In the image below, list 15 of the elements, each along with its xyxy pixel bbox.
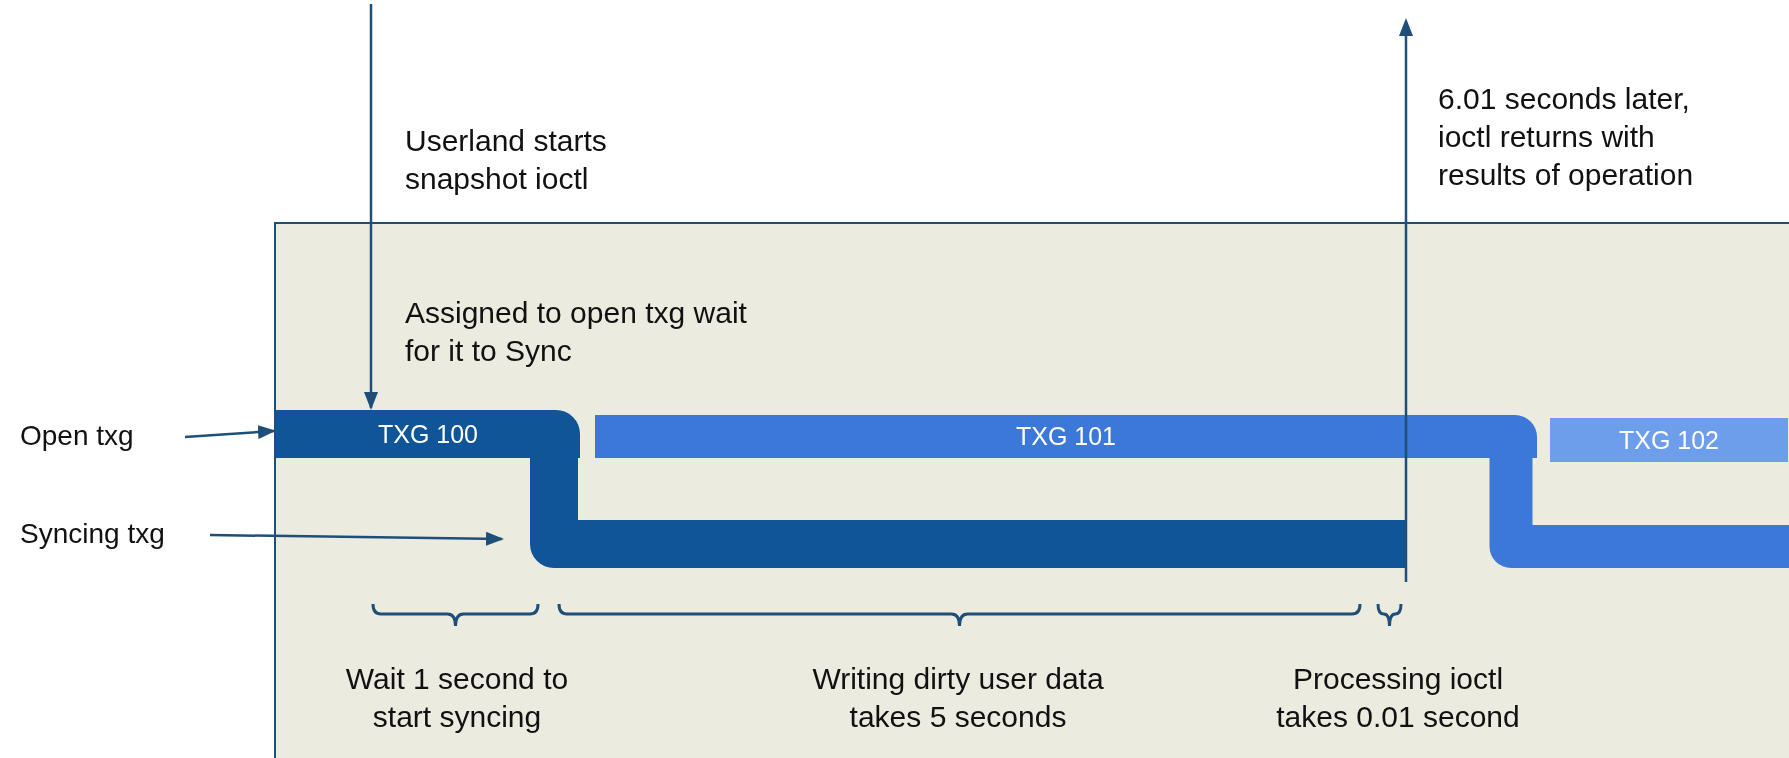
annotation-text: 6.01 seconds later, ioctl returns with results of operation bbox=[1438, 81, 1695, 193]
timeline-bar: TXG 102 bbox=[1550, 418, 1788, 462]
annotation-text: Writing dirty user data takes 5 seconds bbox=[811, 661, 1105, 735]
annotation-text: Assigned to open txg wait for it to Sync bbox=[405, 295, 748, 369]
annotation-text: Processing ioctl takes 0.01 second bbox=[1275, 661, 1521, 735]
timeline-bar: TXG 101 bbox=[595, 415, 1537, 458]
timeline-panel bbox=[274, 222, 1789, 758]
row-label: Open txg bbox=[20, 414, 134, 458]
annotation-text: Wait 1 second to start syncing bbox=[344, 661, 570, 735]
row-label: Syncing txg bbox=[20, 512, 165, 556]
arrow bbox=[184, 425, 276, 440]
timeline-bar: TXG 100 bbox=[276, 410, 580, 458]
arrow bbox=[364, 4, 378, 410]
arrow bbox=[210, 531, 504, 546]
annotation-text: Userland starts snapshot ioctl bbox=[405, 123, 608, 197]
